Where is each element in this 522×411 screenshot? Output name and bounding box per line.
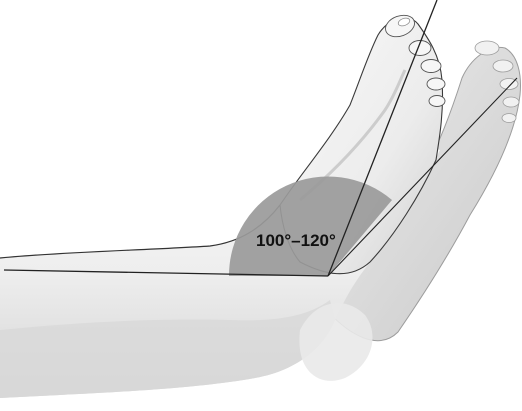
toe <box>421 60 441 73</box>
ghost-toe <box>493 60 513 72</box>
toe <box>427 78 445 90</box>
ghost-toe <box>475 41 499 55</box>
toe <box>429 96 445 107</box>
ghost-toe <box>503 97 519 107</box>
angle-label: 100°–120° <box>256 231 336 250</box>
ghost-toe <box>502 114 516 123</box>
